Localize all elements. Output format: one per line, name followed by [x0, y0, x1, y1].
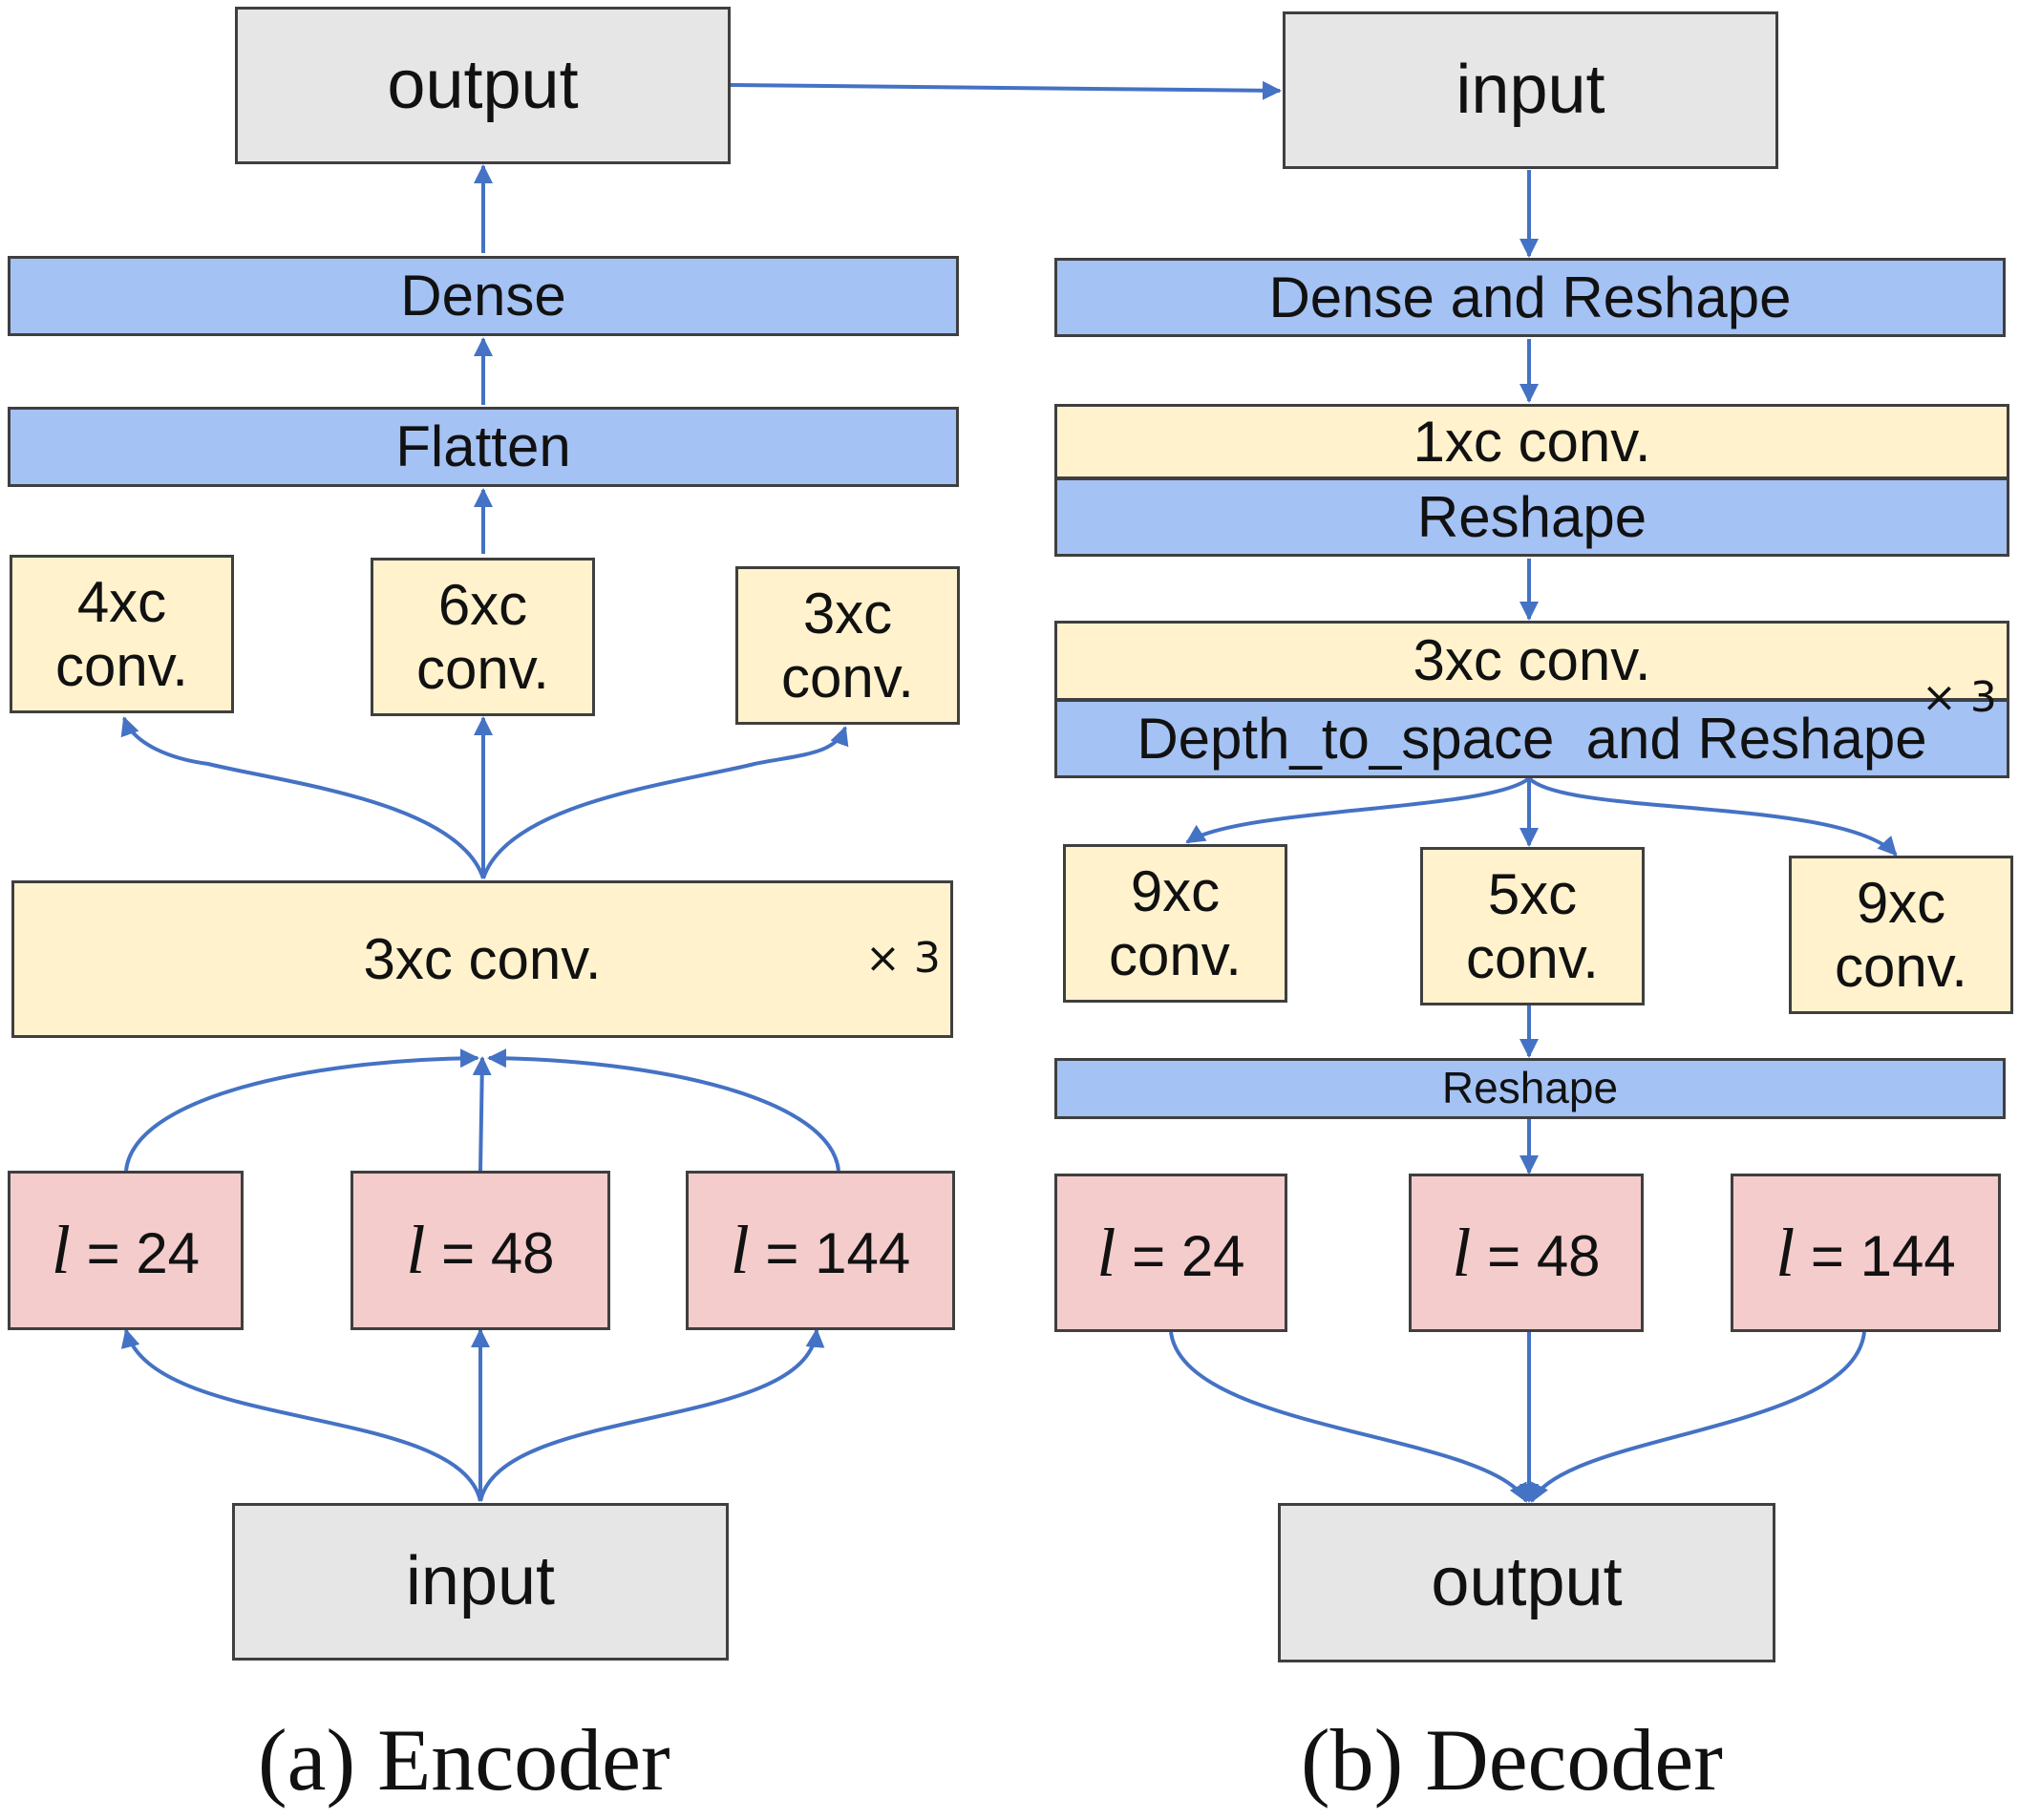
decoder-scale-144: l = 144: [1731, 1174, 2001, 1332]
decoder-reshape2-label: Reshape: [1441, 1063, 1619, 1113]
decoder-scale-144-var: l: [1775, 1214, 1796, 1291]
decoder-conv1-layer: 1xc conv.: [1054, 404, 2009, 479]
encoder-branch-3xc-line1: 3xc: [802, 581, 893, 645]
decoder-scale-24-var: l: [1096, 1214, 1116, 1291]
decoder-conv1-label: 1xc conv.: [1413, 409, 1651, 474]
arrow-scale3-to-conv: [487, 1048, 840, 1172]
decoder-reshape2-layer: Reshape: [1054, 1058, 2006, 1119]
decoder-branch-5xc-line1: 5xc: [1487, 861, 1578, 926]
encoder-conv-block: 3xc conv.: [11, 880, 953, 1038]
decoder-input-label: input: [1456, 52, 1605, 129]
encoder-scale-48-value: = 48: [425, 1221, 555, 1286]
encoder-input-label: input: [405, 1543, 556, 1620]
decoder-depth-to-space-label: Depth_to_space and Reshape: [1137, 706, 1927, 771]
decoder-input-box: input: [1283, 11, 1778, 169]
arrow-d2s-to-right-branch: [1527, 776, 1898, 857]
decoder-branch-5xc: 5xc conv.: [1420, 847, 1645, 1005]
decoder-branch-9xc-right: 9xc conv.: [1789, 856, 2013, 1014]
encoder-scale-144-value: = 144: [749, 1221, 911, 1286]
decoder-scale-24: l = 24: [1054, 1174, 1287, 1332]
encoder-branch-4xc: 4xc conv.: [10, 555, 234, 713]
encoder-scale-24: l = 24: [8, 1171, 244, 1330]
encoder-dense-layer: Dense: [8, 256, 959, 336]
encoder-dense-label: Dense: [400, 264, 566, 328]
encoder-output-label: output: [387, 47, 579, 124]
encoder-scale-24-value: = 24: [70, 1221, 201, 1286]
encoder-branch-4xc-line1: 4xc: [76, 569, 167, 634]
encoder-scale-48-var: l: [406, 1212, 426, 1289]
decoder-depth-to-space-layer: Depth_to_space and Reshape: [1054, 699, 2009, 778]
encoder-branch-6xc-line2: conv.: [416, 637, 549, 701]
decoder-scale-48-var: l: [1452, 1214, 1472, 1291]
encoder-input-box: input: [232, 1503, 729, 1661]
arrow-encoder-to-decoder: [730, 80, 1282, 100]
encoder-output-box: output: [235, 7, 731, 164]
encoder-branch-4xc-line2: conv.: [55, 634, 188, 698]
encoder-scale-48: l = 48: [351, 1171, 610, 1330]
arrow-scale2-to-conv: [472, 1056, 492, 1172]
encoder-conv-block-label: 3xc conv.: [363, 926, 602, 991]
decoder-branch-9xc-left: 9xc conv.: [1063, 844, 1287, 1003]
decoder-repeat-tag: × 3: [1922, 673, 1997, 722]
encoder-scale-144-var: l: [730, 1212, 750, 1289]
arrow-input-to-scale1: [120, 1328, 482, 1502]
decoder-scale-144-value: = 144: [1795, 1223, 1956, 1288]
arrow-dscale3-to-output: [1530, 1331, 1866, 1503]
encoder-branch-6xc-line1: 6xc: [437, 572, 528, 637]
decoder-branch-9xc-left-line2: conv.: [1109, 923, 1242, 987]
decoder-scale-24-value: = 24: [1116, 1223, 1245, 1288]
encoder-caption: (a) Encoder: [258, 1711, 670, 1809]
encoder-flatten-layer: Flatten: [8, 407, 959, 487]
encoder-scale-144: l = 144: [686, 1171, 955, 1330]
decoder-caption: (b) Decoder: [1301, 1711, 1723, 1809]
encoder-branch-6xc: 6xc conv.: [371, 558, 595, 716]
encoder-branch-3xc-line2: conv.: [781, 645, 914, 709]
arrow-conv-to-right-branch: [481, 726, 849, 879]
arrow-input-to-scale3: [478, 1328, 825, 1502]
encoder-branch-3xc: 3xc conv.: [735, 566, 960, 725]
decoder-output-label: output: [1431, 1544, 1623, 1621]
decoder-scale-48-value: = 48: [1471, 1223, 1601, 1288]
decoder-conv3-label: 3xc conv.: [1413, 628, 1651, 693]
decoder-branch-9xc-left-line1: 9xc: [1130, 858, 1221, 923]
arrow-dscale1-to-output: [1169, 1331, 1528, 1503]
encoder-scale-24-var: l: [51, 1212, 71, 1289]
decoder-branch-9xc-right-line1: 9xc: [1856, 870, 1946, 935]
decoder-conv3-layer: 3xc conv.: [1054, 621, 2009, 701]
decoder-branch-5xc-line2: conv.: [1466, 926, 1599, 990]
arrow-d2s-to-left-branch: [1185, 776, 1531, 844]
decoder-branch-9xc-right-line2: conv.: [1835, 935, 1967, 999]
encoder-flatten-label: Flatten: [395, 414, 571, 479]
decoder-scale-48: l = 48: [1409, 1174, 1644, 1332]
decoder-output-box: output: [1278, 1503, 1775, 1662]
arrow-scale1-to-conv: [124, 1048, 479, 1172]
decoder-reshape1-label: Reshape: [1416, 484, 1647, 549]
decoder-dense-reshape-label: Dense and Reshape: [1268, 265, 1792, 329]
encoder-repeat-tag: × 3: [865, 934, 941, 983]
arrow-conv-to-left-branch: [120, 716, 485, 879]
decoder-reshape1-layer: Reshape: [1054, 477, 2009, 557]
decoder-dense-reshape-layer: Dense and Reshape: [1054, 258, 2006, 337]
